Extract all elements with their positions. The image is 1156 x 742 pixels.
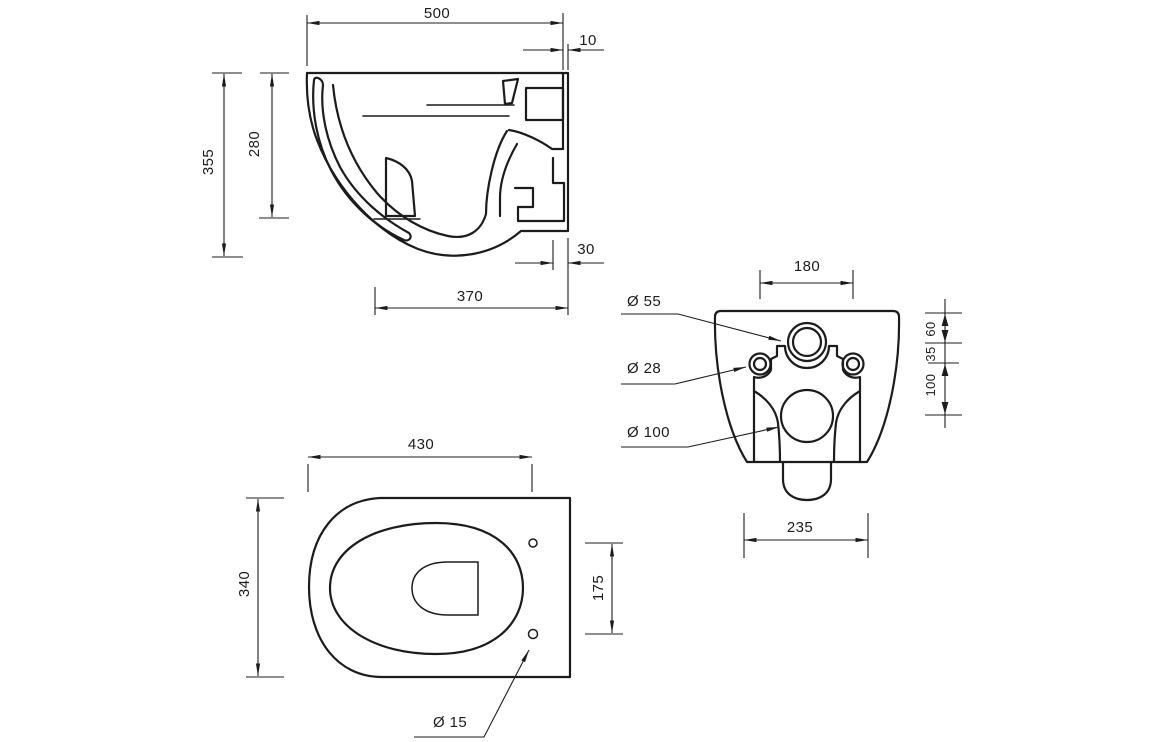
- extension-line: [925, 312, 962, 416]
- dim-35-label: 35: [923, 346, 938, 361]
- arrowhead: [941, 364, 949, 376]
- dim-lower-depth: 370: [374, 238, 569, 315]
- seat-fixing-hole-bottom: [527, 628, 539, 640]
- extension-line: [585, 542, 623, 635]
- extension-line: [259, 72, 289, 219]
- flush-inlet-slot: [501, 77, 520, 106]
- dim-60-label: 60: [923, 321, 938, 336]
- fixing-hole-right-outer: [841, 352, 865, 376]
- dim-280-label: 280: [246, 131, 263, 157]
- dim-500-label: 500: [424, 5, 450, 22]
- outlet-pipe: [781, 460, 833, 502]
- extension-line: [374, 238, 569, 315]
- dim-overall-height: 355: [200, 72, 243, 258]
- dim-340-label: 340: [236, 571, 253, 597]
- flush-hole-label: Ø 55: [627, 293, 661, 310]
- extension-line: [212, 72, 243, 258]
- plan-inner-rim: [328, 521, 525, 656]
- label-flush-hole-diameter: Ø 55: [621, 293, 782, 342]
- leader-line: [621, 366, 747, 385]
- dim-10-label: 10: [579, 32, 597, 49]
- dim-overall-depth: 500: [306, 5, 564, 70]
- dim-rim-height: 280: [246, 72, 289, 219]
- arrowhead: [941, 402, 949, 414]
- dim-overall-width: 340: [236, 497, 284, 678]
- fixing-hole-left: [752, 356, 768, 372]
- dim-front-to-seat-holes: 430: [307, 436, 533, 492]
- label-seat-hole-diameter: Ø 15: [414, 649, 530, 738]
- arrowhead: [941, 314, 949, 326]
- bowl-inner-profile: [331, 83, 509, 238]
- water-level-lines: [362, 104, 515, 117]
- dim-370-label: 370: [457, 288, 483, 305]
- bowl-back-line: [498, 142, 519, 218]
- fixing-hole-left-outer: [748, 352, 772, 376]
- dim-100-label: 100: [923, 374, 938, 397]
- rear-inner-profile: [752, 344, 862, 464]
- rim-flush-channel: [312, 76, 412, 242]
- dim-175-label: 175: [590, 575, 607, 601]
- rear-elevation-view: 180 235 Ø 55 Ø 28 Ø 100 60: [621, 258, 962, 558]
- leader-line: [621, 426, 780, 448]
- label-fixing-hole-diameter: Ø 28: [621, 360, 747, 385]
- seat-hole-label: Ø 15: [433, 714, 467, 731]
- dim-vertical-stack: 60 35 100: [923, 299, 962, 428]
- rear-outer-profile: [713, 309, 901, 464]
- side-section-view: 500 10 355 280 30: [200, 5, 604, 315]
- dim-fixing-spacing: 180: [759, 258, 854, 299]
- extension-line: [743, 513, 869, 558]
- mounting-pocket: [384, 156, 417, 218]
- seat-fixing-hole-top: [528, 538, 538, 548]
- waste-hole-label: Ø 100: [627, 424, 670, 441]
- dim-wall-lip: 10: [523, 32, 604, 70]
- plan-view: 430 340 175 Ø 15: [236, 436, 623, 738]
- dim-235-label: 235: [787, 519, 813, 536]
- flush-hole: [791, 326, 823, 358]
- extension-line: [307, 464, 533, 492]
- dim-base-width: 235: [743, 513, 869, 558]
- water-spot: [411, 561, 479, 616]
- dim-180-label: 180: [794, 258, 820, 275]
- outlet-spigot-steps: [513, 156, 566, 223]
- waste-hole: [779, 388, 835, 444]
- plan-outer-profile: [307, 496, 572, 679]
- dim-30-label: 30: [577, 241, 595, 258]
- bowl-contour-right: [832, 389, 862, 463]
- outlet-channel-line: [507, 128, 565, 151]
- dim-outlet-offset: 30: [515, 240, 604, 270]
- leader-line: [621, 313, 782, 342]
- flush-hole-boss: [786, 321, 828, 363]
- dim-seat-hole-spacing: 175: [585, 542, 623, 635]
- arrowhead: [941, 330, 949, 342]
- side-outer-profile: [305, 71, 570, 257]
- leader-line: [414, 649, 530, 738]
- dim-430-label: 430: [408, 436, 434, 453]
- bowl-contour-left: [752, 389, 782, 463]
- flush-inlet-box: [524, 86, 565, 122]
- fixing-hole-right: [845, 356, 861, 372]
- extension-line: [246, 497, 284, 678]
- dim-355-label: 355: [200, 149, 217, 175]
- fixing-hole-label: Ø 28: [627, 360, 661, 377]
- label-waste-hole-diameter: Ø 100: [621, 424, 780, 448]
